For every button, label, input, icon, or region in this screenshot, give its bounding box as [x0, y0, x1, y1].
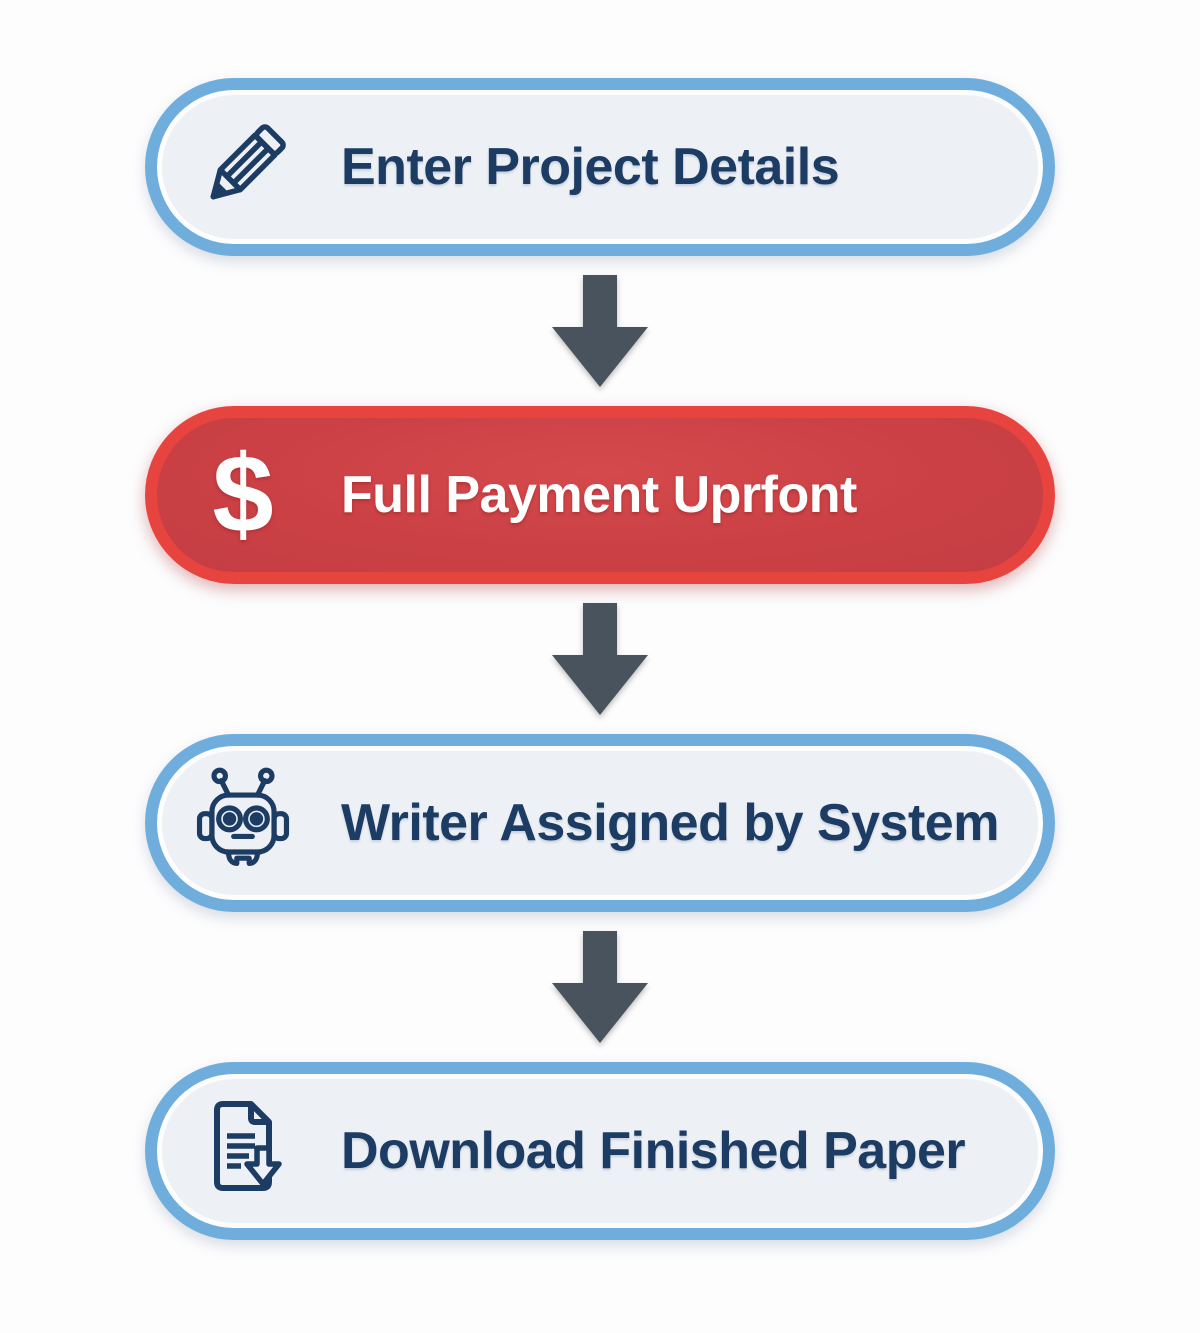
connector-1	[552, 256, 648, 406]
flow-column: Enter Project Details $ Full Payment Upr…	[145, 0, 1055, 1240]
pencil-icon	[191, 97, 295, 237]
step-writer-assigned: Writer Assigned by System	[145, 734, 1055, 912]
robot-icon	[191, 753, 295, 893]
dollar-glyph: $	[212, 433, 274, 556]
step-label: Writer Assigned by System	[341, 794, 999, 852]
step-label: Download Finished Paper	[341, 1122, 966, 1180]
step-label: Full Payment Uprfont	[341, 466, 857, 524]
step-enter-project-details: Enter Project Details	[145, 78, 1055, 256]
dollar-sign-icon: $	[191, 425, 295, 565]
down-arrow-icon	[552, 931, 648, 1043]
connector-2	[552, 584, 648, 734]
document-download-icon	[191, 1081, 295, 1221]
step-full-payment-upfront: $ Full Payment Uprfont	[145, 406, 1055, 584]
down-arrow-icon	[552, 603, 648, 715]
connector-3	[552, 912, 648, 1062]
step-download-paper: Download Finished Paper	[145, 1062, 1055, 1240]
step-label: Enter Project Details	[341, 138, 840, 196]
down-arrow-icon	[552, 275, 648, 387]
